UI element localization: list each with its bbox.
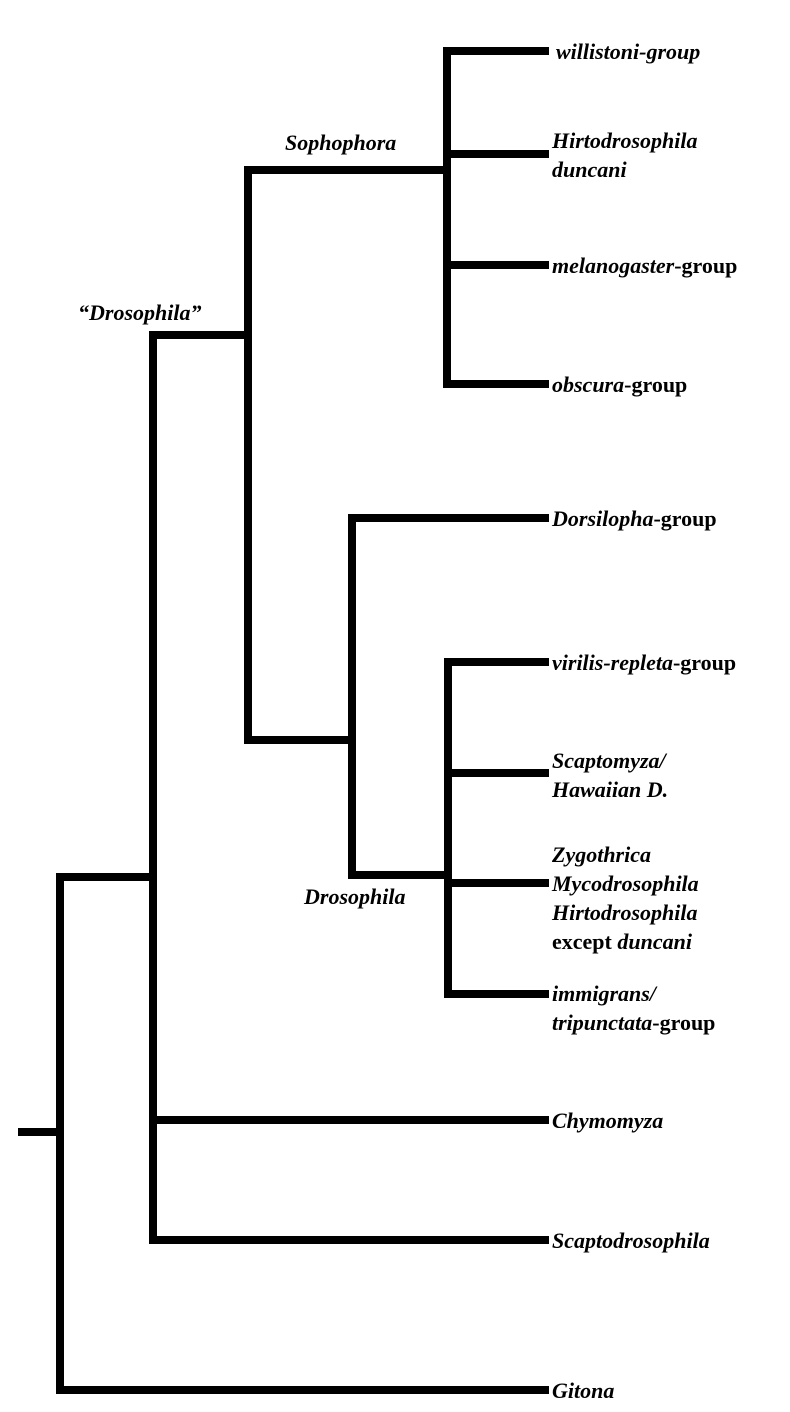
taxon-italic: duncani [617, 929, 692, 954]
clade-label-drosophila-quoted: “Drosophila” [78, 300, 202, 325]
taxon-line: Hirtodrosophila [552, 900, 698, 925]
taxon-suffix: -group [653, 506, 717, 531]
taxon-line: Scaptomyza/ [552, 748, 666, 773]
clade-label-sophophora: Sophophora [285, 130, 397, 155]
taxon-scaptodrosophila: Scaptodrosophila [552, 1228, 710, 1253]
taxon-zygothrica: Zygothrica Mycodrosophila Hirtodrosophil… [552, 840, 699, 956]
taxon-line: Mycodrosophila [552, 871, 699, 896]
taxon-willistoni: willistoni-group [556, 39, 701, 64]
taxon-plain: except [552, 929, 618, 954]
taxon-suffix: -group [672, 650, 737, 675]
taxon-chymomyza: Chymomyza [552, 1108, 664, 1133]
taxon-melanogaster: melanogaster-group [552, 251, 737, 280]
taxon-gitona: Gitona [552, 1378, 615, 1403]
taxon-immigrans: immigrans/ tripunctata-group [552, 979, 715, 1037]
taxon-line: Hirtodrosophila [552, 128, 698, 153]
taxon-hirto-duncani: Hirtodrosophila duncani [552, 126, 697, 184]
taxon-line: Zygothrica [552, 842, 651, 867]
taxon-virilis: virilis-repleta-group [552, 648, 736, 677]
taxon-line: tripunctata-group [552, 1008, 715, 1037]
taxon-dorsilopha: Dorsilopha-group [552, 504, 717, 533]
taxon-italic: tripunctata [552, 1010, 653, 1035]
clade-label-drosophila: Drosophila [304, 884, 406, 909]
taxon-italic: virilis-repleta [552, 650, 673, 675]
taxon-italic: Dorsilopha [552, 506, 654, 531]
taxon-scaptomyza: Scaptomyza/ Hawaiian D. [552, 746, 668, 804]
taxon-suffix: -group [652, 1010, 716, 1035]
taxon-line: except duncani [552, 927, 699, 956]
taxon-suffix: -group [624, 372, 688, 397]
taxon-line: immigrans/ [552, 981, 656, 1006]
taxon-line: duncani [552, 157, 627, 182]
taxon-suffix: -group [674, 253, 738, 278]
taxon-line: Hawaiian D. [552, 777, 669, 802]
taxon-italic: melanogaster [552, 253, 675, 278]
taxon-obscura: obscura-group [552, 370, 687, 399]
taxon-italic: obscura [552, 372, 625, 397]
